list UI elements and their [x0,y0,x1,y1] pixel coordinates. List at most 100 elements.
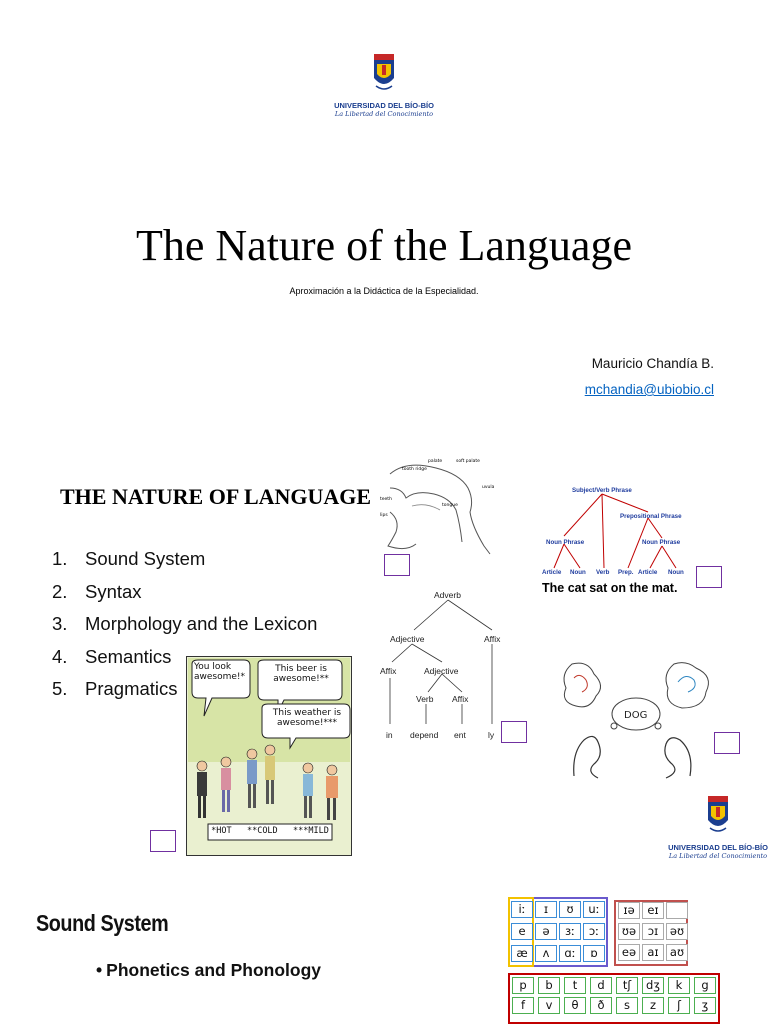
ipa-symbol-cell: iː [511,901,533,918]
tree-leaf-label: Prep. [618,569,634,576]
university-crest-icon [374,54,394,90]
ipa-symbol-cell: b [538,977,560,994]
tree-np1-label: Noun Phrase [546,539,585,546]
morph-adjective-label: Adjective [424,666,459,676]
ipa-symbol-cell: e [511,923,533,940]
morph-affix-label: Affix [380,666,397,676]
ipa-symbol-cell: p [512,977,534,994]
semantics-dog-concept-image: DOG [563,662,709,779]
ipa-symbol-cell: t [564,977,586,994]
university-crest-icon [708,796,728,832]
image-placeholder-box[interactable] [714,732,740,754]
ipa-symbol-cell: d [590,977,612,994]
morph-word: ent [454,730,466,740]
palate-label: palate [428,458,442,464]
ipa-symbol-cell: ɪ [535,901,557,918]
vocal-tract-diagram: palate soft palate tooth ridge uvula tee… [380,458,495,555]
ipa-symbol-cell: ɜː [559,923,581,940]
ipa-symbol-cell: ə [535,923,557,940]
ipa-symbol-cell: ɪə [618,902,640,919]
university-logo: UNIVERSIDAD DEL BÍO-BÍO La Libertad del … [334,52,434,118]
tree-pp-label: Prepositional Phrase [620,513,682,520]
image-placeholder-box[interactable] [150,830,176,852]
teeth-label: teeth [380,496,392,502]
ipa-symbol-cell: æ [511,945,533,962]
morph-word: in [386,730,393,740]
ipa-symbol-cell: g [694,977,716,994]
image-placeholder-box[interactable] [501,721,527,743]
university-name: UNIVERSIDAD DEL BÍO-BÍO [668,843,768,852]
ipa-symbol-cell: dʒ [642,977,664,994]
presentation-subtitle: Aproximación a la Didáctica de la Especi… [289,286,479,296]
morph-adjective-label: Adjective [390,634,425,644]
ipa-symbol-cell: k [668,977,690,994]
cartoon-bubble-3: This weather is awesome!*** [272,708,342,728]
university-motto: La Libertad del Conocimiento [668,852,768,860]
list-item: 4.Semantics [52,645,172,667]
cartoon-footnote: *HOT **COLD ***MILD [211,826,329,836]
tree-leaf-label: Article [542,569,562,576]
tree-root-label: Subject/Verb Phrase [572,487,632,494]
tree-leaf-label: Article [638,569,658,576]
sound-system-heading: Sound System [36,910,169,936]
ipa-symbol-cell: ɑː [559,945,581,962]
list-item: 1.Sound System [52,548,206,569]
ipa-symbol-cell: ð [590,997,612,1014]
tooth-ridge-label: tooth ridge [402,466,427,472]
ipa-symbol-cell: aʊ [666,944,688,961]
cartoon-people [196,744,338,820]
ipa-symbol-cell: ɔː [583,923,605,940]
phonetics-bullet: •Phonetics and Phonology [96,960,322,980]
morph-word: depend [410,730,439,740]
morph-affix-label: Affix [484,634,501,644]
topic-list: 1.Sound System 2.Syntax 3.Morphology and… [52,546,317,709]
ipa-symbol-cell: v [538,997,560,1014]
ipa-symbol-cell: əʊ [666,923,688,940]
list-item: 2.Syntax [52,580,142,602]
ipa-symbol-cell: eə [618,944,640,961]
university-logo: UNIVERSIDAD DEL BÍO-BÍO La Libertad del … [668,794,768,860]
ipa-symbol-cell: θ [564,997,586,1014]
soft-palate-label: soft palate [456,458,480,464]
ipa-symbol-cell: ʌ [535,945,557,962]
image-placeholder-box[interactable] [696,566,722,588]
university-motto: La Libertad del Conocimiento [334,110,434,118]
tree-leaf-label: Verb [596,569,610,576]
author-email-link[interactable]: mchandia@ubiobio.cl [584,382,714,397]
ipa-symbol-cell: ʊə [618,923,640,940]
tree-leaf-label: Noun [668,569,684,576]
nature-of-language-heading: THE NATURE OF LANGUAGE [60,484,372,509]
tongue-label: tongue [442,502,458,508]
morph-verb-label: Verb [416,694,434,704]
list-item: 3.Morphology and the Lexicon [52,613,318,634]
morph-word: ly [488,730,495,740]
consonant-group-border [508,973,720,1024]
ipa-symbol-cell: uː [583,901,605,918]
lips-label: lips [380,512,388,518]
morph-root-label: Adverb [434,590,461,600]
ipa-symbol-cell: ɔɪ [642,923,664,940]
syntax-tree-diagram: Subject/Verb Phrase Prepositional Phrase… [542,487,684,595]
tree-leaf-label: Noun [570,569,586,576]
morph-affix-label: Affix [452,694,469,704]
ipa-symbol-cell: tʃ [616,977,638,994]
author-name: Mauricio Chandía B. [591,356,714,371]
uvula-label: uvula [482,484,495,490]
image-placeholder-box[interactable] [384,554,410,576]
cartoon-bubble-1: You look awesome!* [194,662,246,682]
ipa-symbol-cell: aɪ [642,944,664,961]
ipa-symbol-cell: ɒ [583,945,605,962]
ipa-symbol-cell: ʒ [694,997,716,1014]
bullet-icon: • [96,960,103,980]
morphology-tree-diagram: Adverb Adjective Affix Affix Adjective V… [380,590,501,740]
presentation-title: The Nature of the Language [136,221,632,270]
vowel-subgroup-border [508,897,534,967]
ipa-symbol-cell: ʃ [668,997,690,1014]
pragmatics-cartoon: You look awesome!* This beer is awesome!… [186,656,352,856]
ipa-symbol-cell: eɪ [642,902,664,919]
ipa-symbol-cell: ʊ [559,901,581,918]
list-item: 5.Pragmatics [52,678,178,699]
ipa-symbol-cell: s [616,997,638,1014]
university-name: UNIVERSIDAD DEL BÍO-BÍO [334,101,434,110]
